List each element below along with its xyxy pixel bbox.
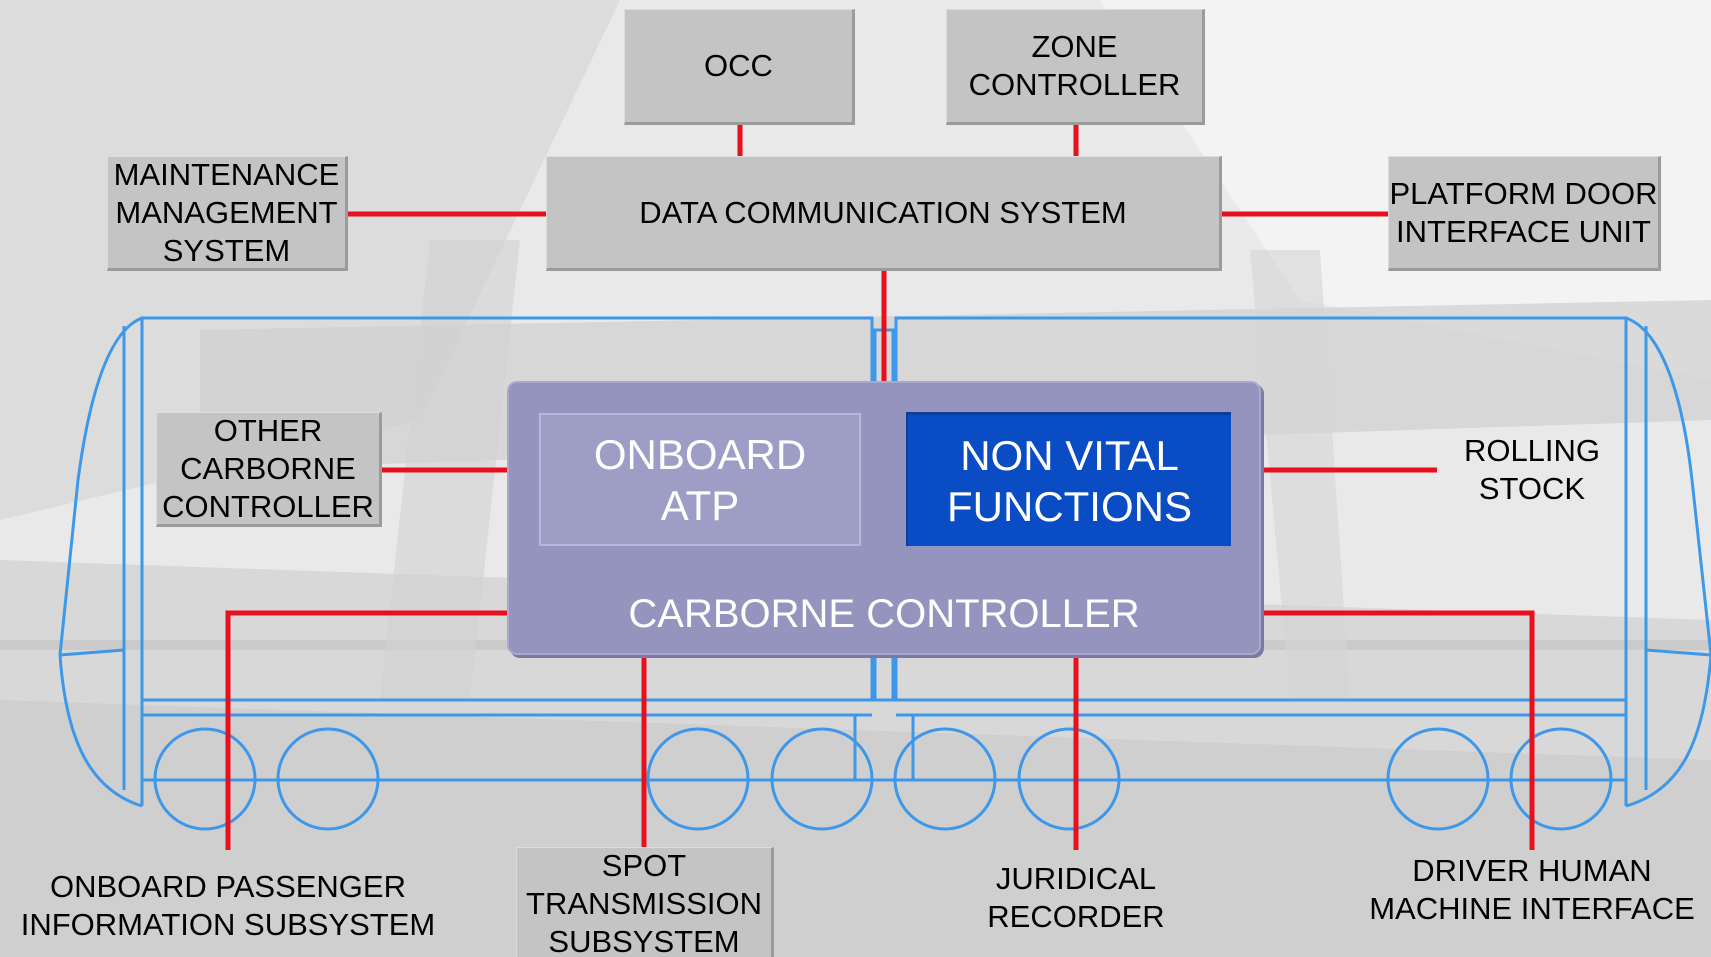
onboard-atp-label: ONBOARD ATP xyxy=(593,430,807,529)
maintenance-management-system-box: MAINTENANCE MANAGEMENT SYSTEM xyxy=(107,156,348,271)
occ-label: OCC xyxy=(704,48,773,83)
data-communication-system-label: DATA COMMUNICATION SYSTEM xyxy=(639,194,1127,230)
maintenance-management-system-label: MAINTENANCE MANAGEMENT SYSTEM xyxy=(113,156,340,268)
onboard-atp-box: ONBOARD ATP xyxy=(539,413,861,546)
driver-human-machine-interface-label: DRIVER HUMAN MACHINE INTERFACE xyxy=(1369,853,1695,926)
juridical-recorder-label: JURIDICAL RECORDER xyxy=(987,861,1165,934)
data-communication-system-box: DATA COMMUNICATION SYSTEM xyxy=(546,156,1222,271)
carborne-controller-label: CARBORNE CONTROLLER xyxy=(628,591,1140,636)
rolling-stock-label: ROLLING STOCK xyxy=(1463,433,1601,506)
non-vital-functions-label: NON VITAL FUNCTIONS xyxy=(947,431,1192,530)
other-carborne-controller-label: OTHER CARBORNE CONTROLLER xyxy=(162,412,374,524)
zone-controller-label: ZONE CONTROLLER xyxy=(968,29,1181,102)
platform-door-interface-unit-label: PLATFORM DOOR INTERFACE UNIT xyxy=(1389,175,1658,249)
onboard-passenger-information-subsystem-label: ONBOARD PASSENGER INFORMATION SUBSYSTEM xyxy=(20,869,436,942)
occ-box: OCC xyxy=(624,9,855,125)
other-carborne-controller-box: OTHER CARBORNE CONTROLLER xyxy=(156,412,382,527)
platform-door-interface-unit-box: PLATFORM DOOR INTERFACE UNIT xyxy=(1388,156,1661,271)
non-vital-functions-box: NON VITAL FUNCTIONS xyxy=(906,412,1231,546)
spot-transmission-subsystem-box: SPOT TRANSMISSION SUBSYSTEM xyxy=(516,847,774,957)
spot-transmission-subsystem-label: SPOT TRANSMISSION SUBSYSTEM xyxy=(526,847,762,957)
zone-controller-box: ZONE CONTROLLER xyxy=(946,9,1205,125)
